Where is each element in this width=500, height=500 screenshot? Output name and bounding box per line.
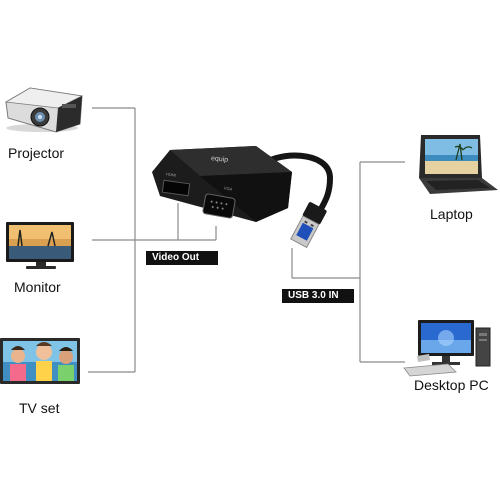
tv-icon — [0, 338, 80, 384]
connector-lines — [88, 107, 405, 373]
device-label-monitor: Monitor — [14, 279, 61, 295]
device-label-desktop-pc: Desktop PC — [414, 377, 489, 393]
usb-in-tag: USB 3.0 IN — [282, 289, 354, 303]
projector-icon — [4, 87, 84, 133]
desktop-pc-icon — [403, 320, 491, 377]
laptop-icon — [419, 135, 498, 194]
monitor-icon — [6, 222, 74, 269]
device-label-tv: TV set — [19, 400, 60, 416]
device-label-laptop: Laptop — [430, 206, 473, 222]
usb-adapter-icon — [152, 146, 334, 249]
video-out-tag: Video Out — [146, 251, 218, 265]
device-label-projector: Projector — [8, 145, 65, 161]
